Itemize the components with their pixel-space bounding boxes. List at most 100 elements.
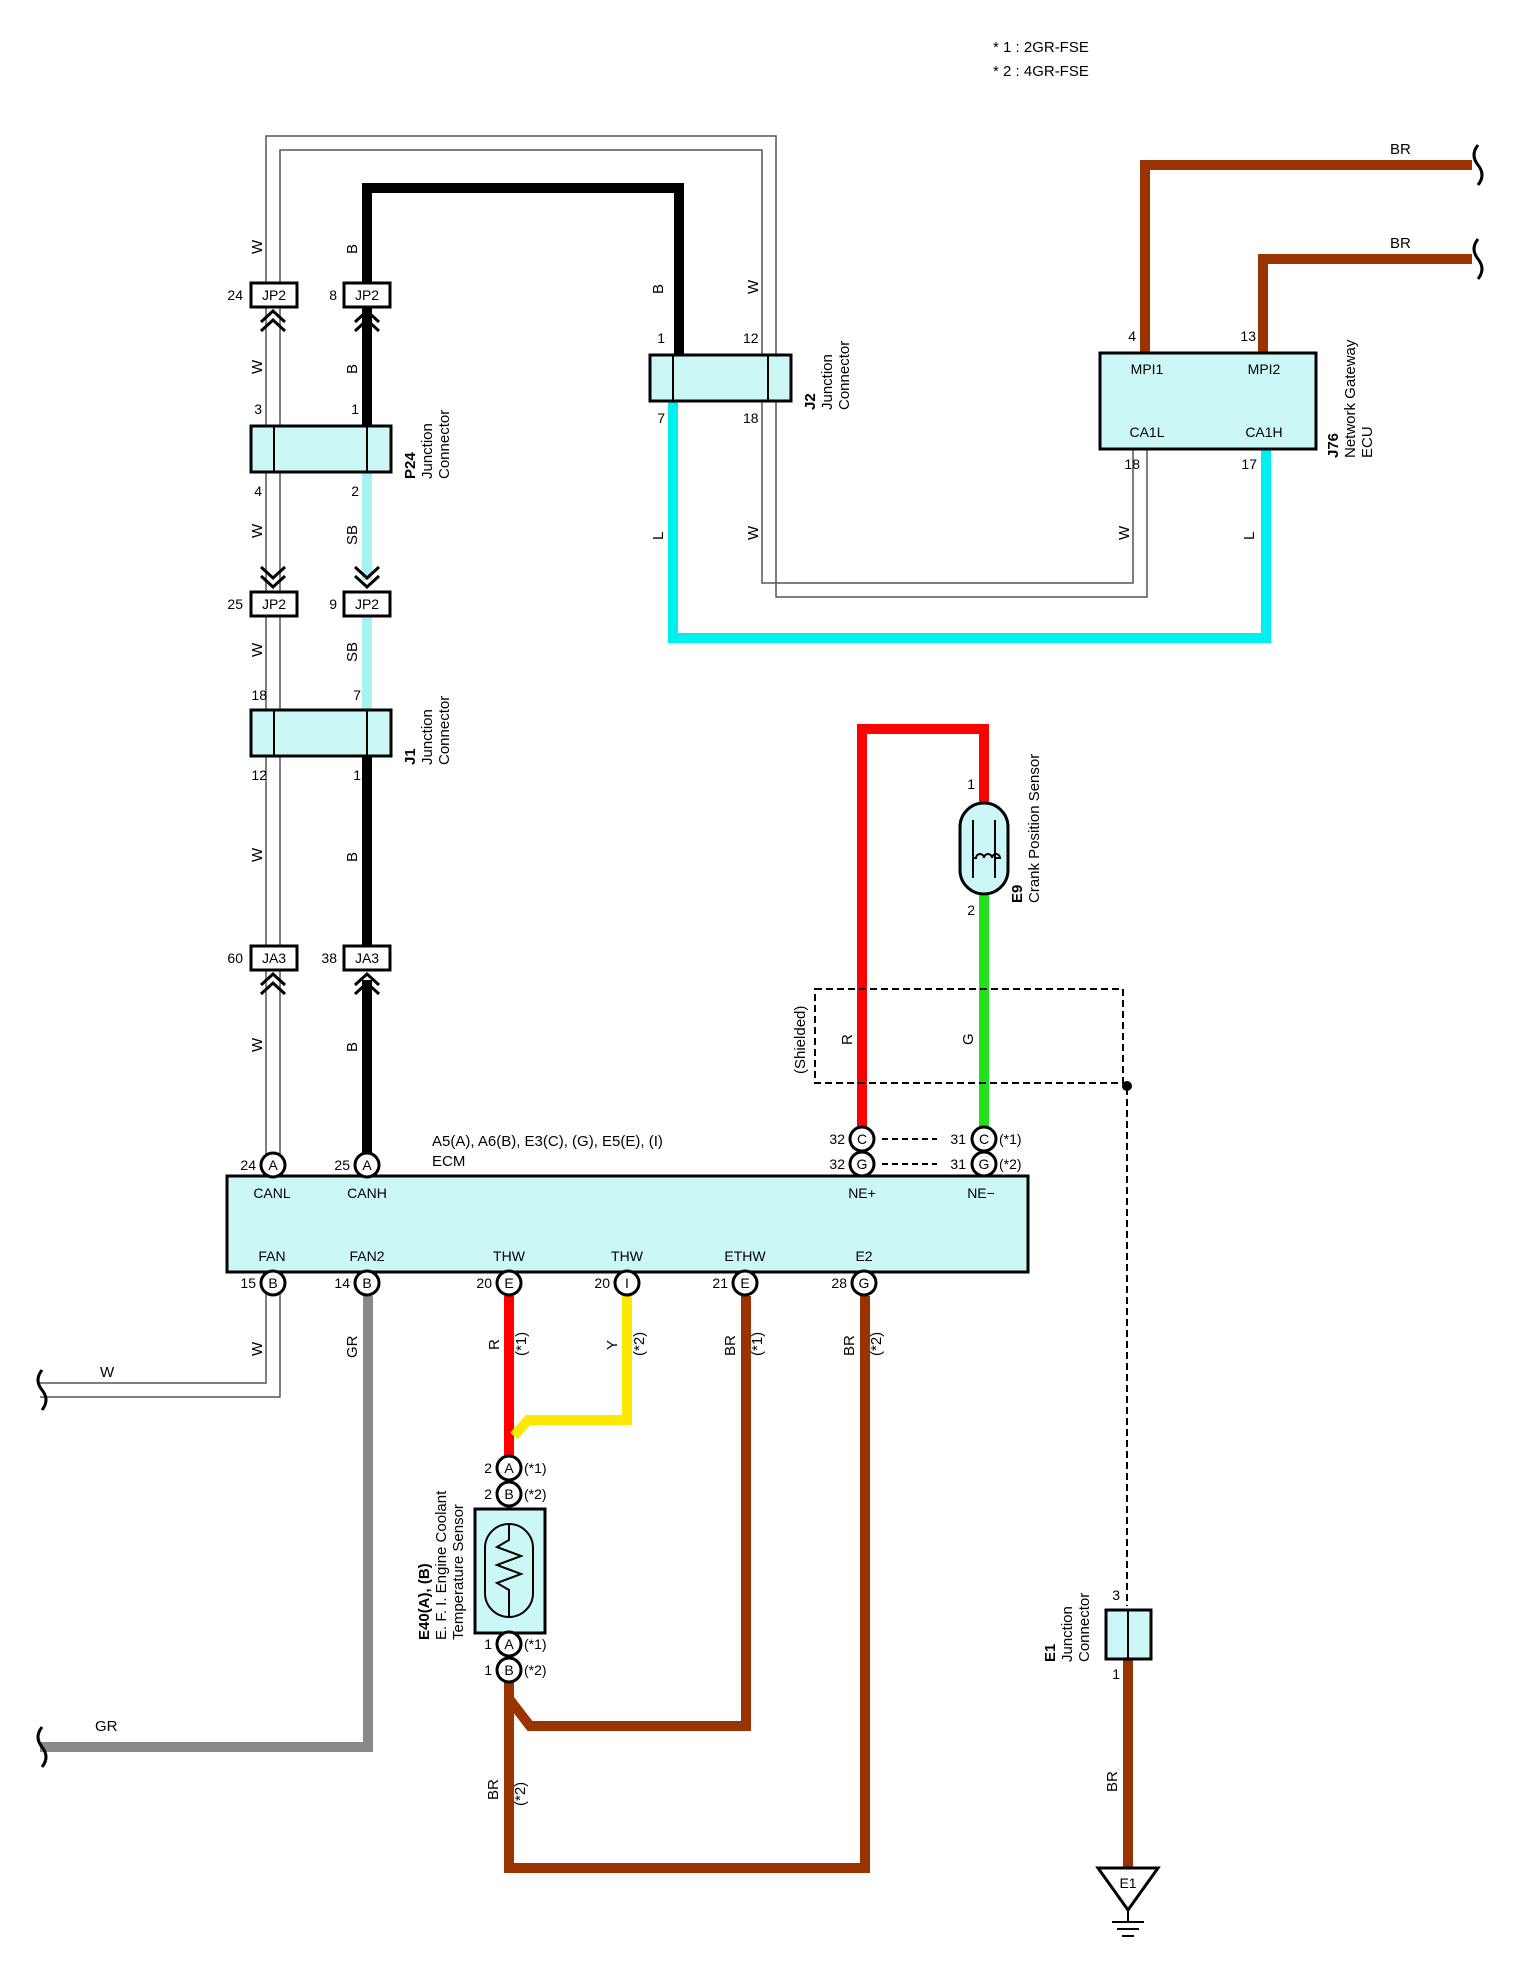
pin-label: 7	[353, 687, 361, 703]
connector-ja3-60: JA3 60	[227, 944, 299, 972]
wire-br-mpi1	[1140, 160, 1472, 355]
wire-color-label: SB	[344, 642, 361, 662]
terminal-letter: B	[362, 1275, 371, 1291]
terminal-32g: G 32	[829, 1150, 876, 1178]
component-j1: 18 7 12 1 J1 Junction Connector	[249, 687, 453, 783]
wire-color-label: L	[650, 532, 667, 540]
pin-label: 38	[321, 950, 337, 966]
component-name: Junction	[1059, 1606, 1076, 1662]
component-name: Temperature Sensor	[450, 1504, 467, 1640]
wire-r-ne	[857, 724, 989, 1132]
shielded-label: (Shielded)	[792, 1006, 809, 1074]
pin-label: 13	[1240, 328, 1256, 344]
component-id: J2	[802, 393, 819, 410]
variant-label: (*2)	[524, 1486, 547, 1502]
terminal-letter: C	[979, 1131, 989, 1147]
wire-b-canh-top	[362, 183, 684, 358]
shield-box: (Shielded)	[792, 988, 1132, 1091]
ecm-terminals: A 24 A 25 C 32 G 32 C 31 (*1) G 31	[240, 1125, 1022, 1297]
pin-label: 1	[353, 767, 361, 783]
component-name: Network Gateway	[1342, 339, 1359, 458]
component-name: Junction	[819, 354, 836, 410]
wire-color-label: B	[344, 1042, 361, 1052]
wire-w-fan	[40, 1291, 281, 1398]
pin-label: 4	[1128, 328, 1136, 344]
note-2gr: * 1 : 2GR-FSE	[993, 39, 1089, 56]
wire-color-label: B	[344, 364, 361, 374]
pin-label: 1	[657, 330, 665, 346]
pin-label: 24	[240, 1157, 256, 1173]
wire-color-label: BR	[722, 1335, 739, 1356]
wire-break-icon	[36, 144, 1484, 1768]
chevron-up-icon	[259, 308, 381, 333]
ja3-label: JA3	[262, 950, 286, 966]
wire-color-label: GR	[95, 1718, 118, 1735]
terminal-e40-1b: B 1 (*2)	[484, 1656, 547, 1684]
chevron-up-icon	[259, 971, 381, 996]
component-name: Junction	[419, 423, 436, 479]
ecm-name: ECM	[432, 1153, 465, 1170]
pin-label: 21	[712, 1275, 728, 1291]
ground-label: E1	[1119, 1875, 1136, 1891]
terminal-letter: G	[857, 1156, 868, 1172]
wire-color-label: B	[650, 284, 667, 294]
ecm-connectors: A5(A), A6(B), E3(C), (G), E5(E), (I)	[432, 1133, 663, 1150]
pin-label: 25	[334, 1157, 350, 1173]
wire-color-label: SB	[344, 525, 361, 545]
pin-label: 1	[484, 1662, 492, 1678]
chevron-down-icon	[259, 565, 381, 590]
wire-color-label: W	[745, 279, 762, 294]
pin-label: 4	[254, 483, 262, 499]
ecm-pin-ne-plus: NE+	[848, 1185, 876, 1201]
wire-color-label: BR	[841, 1335, 858, 1356]
jp2-label: JP2	[262, 596, 286, 612]
ecm-pin-fan: FAN	[258, 1248, 285, 1264]
terminal-letter: E	[504, 1275, 513, 1291]
note-4gr: * 2 : 4GR-FSE	[993, 63, 1089, 80]
terminal-20i: I 20	[594, 1269, 641, 1297]
pin-label: 14	[334, 1275, 350, 1291]
component-id: E40(A), (B)	[416, 1563, 433, 1640]
variant-label: (*1)	[524, 1460, 547, 1476]
pin-label: 18	[743, 410, 759, 426]
pin-label: 20	[594, 1275, 610, 1291]
terminal-28g: G 28	[831, 1269, 878, 1297]
variant-label: (*1)	[749, 1332, 766, 1356]
variant-label: (*1)	[999, 1131, 1022, 1147]
pin-label: 2	[484, 1460, 492, 1476]
pin-label: 1	[484, 1636, 492, 1652]
wire-color-label: BR	[485, 1779, 502, 1800]
pin-mpi2: MPI2	[1248, 361, 1281, 377]
component-id: J76	[1325, 433, 1342, 458]
ecm-pin-ne-minus: NE−	[967, 1185, 995, 1201]
wire-color-label: W	[249, 847, 266, 862]
pin-label: 9	[329, 596, 337, 612]
terminal-letter: B	[268, 1275, 277, 1291]
connector-jp2-24: JP2 24	[227, 281, 299, 309]
wire-br-e2	[504, 1296, 870, 1873]
coil-icon	[973, 853, 1002, 859]
terminal-letter: I	[625, 1275, 629, 1291]
terminal-letter: A	[268, 1157, 278, 1173]
pin-label: 17	[1241, 456, 1257, 472]
pin-label: 31	[950, 1131, 966, 1147]
wire-labels: W B W B W SB W SB W B W B B W L W W L R …	[95, 141, 1411, 1806]
component-j2: 1 12 7 18 J2 Junction Connector	[648, 330, 853, 426]
jp2-label: JP2	[355, 287, 379, 303]
terminal-letter: B	[504, 1486, 513, 1502]
pin-label: 20	[476, 1275, 492, 1291]
variant-label: (*2)	[999, 1156, 1022, 1172]
pin-label: 18	[251, 687, 267, 703]
wire-color-label: R	[839, 1034, 856, 1045]
wire-color-label: BR	[1104, 1771, 1121, 1792]
connector-ja3-38: JA3 38	[321, 944, 392, 972]
pin-label: 1	[1112, 1666, 1120, 1682]
ecm-pin-ethw: ETHW	[724, 1248, 766, 1264]
terminal-letter: G	[979, 1156, 990, 1172]
component-id: J1	[402, 748, 419, 765]
wire-color-label: B	[344, 244, 361, 254]
wire-color-label: BR	[1390, 141, 1411, 158]
wire-color-label: G	[960, 1033, 977, 1045]
ecm-pin-thw: THW	[611, 1248, 644, 1264]
terminal-letter: A	[504, 1636, 514, 1652]
